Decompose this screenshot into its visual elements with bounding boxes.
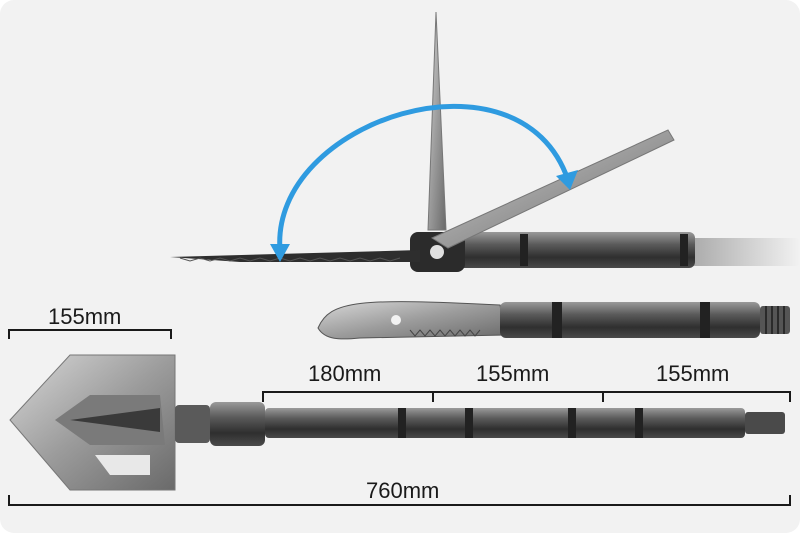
segment-3-label: 155mm <box>656 361 730 386</box>
segment-1-label: 180mm <box>308 361 382 386</box>
shovel-assembly <box>9 354 785 491</box>
dimension-lines <box>8 329 791 506</box>
rotation-arrow <box>270 103 578 262</box>
knife-assembly <box>317 301 790 340</box>
blade-width-label: 155mm <box>48 304 122 329</box>
folding-saw-assembly <box>170 11 800 272</box>
segment-2-label: 155mm <box>476 361 550 386</box>
total-length-label: 760mm <box>366 478 440 503</box>
